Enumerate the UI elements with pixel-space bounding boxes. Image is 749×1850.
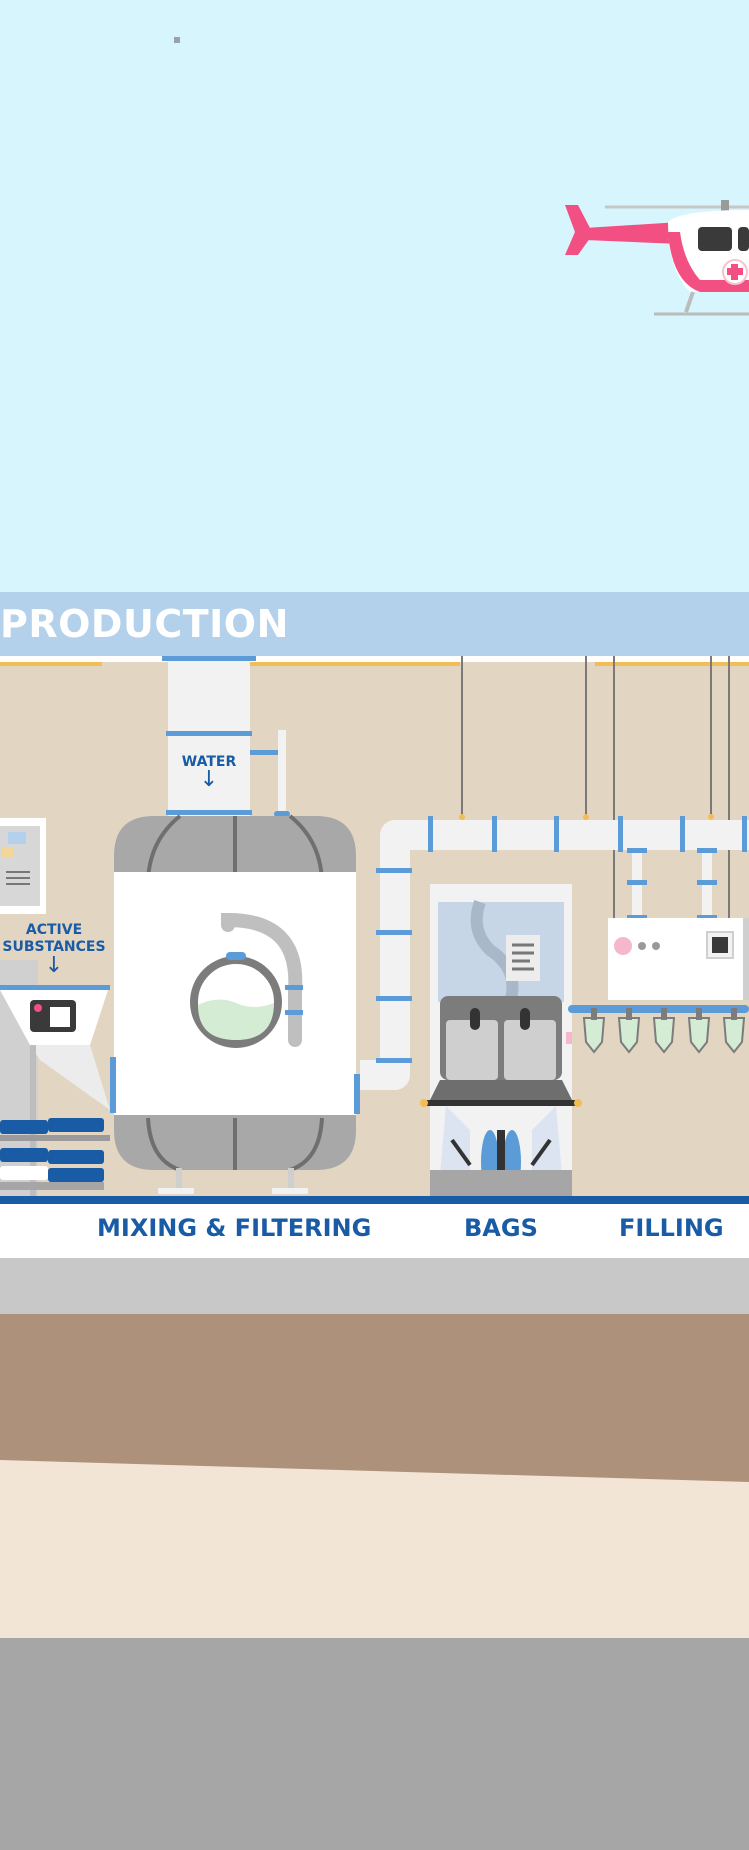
bird-dot	[174, 37, 180, 43]
down-arrow-icon: ↓	[199, 767, 219, 792]
helicopter-icon	[565, 200, 749, 316]
road	[0, 1638, 749, 1850]
dirt-band	[0, 1314, 749, 1482]
stage-label-mixing: MIXING & FILTERING	[97, 1214, 372, 1242]
sky	[0, 0, 749, 592]
water-pipe	[162, 656, 290, 817]
section-title: PRODUCTION	[0, 602, 289, 646]
mixing-tank-icon	[110, 814, 360, 1194]
active-text-line2: SUBSTANCES	[2, 939, 106, 955]
water-text: WATER	[181, 754, 237, 770]
sand-area	[0, 1460, 749, 1638]
stage-labels-bar: MIXING & FILTERING BAGS FILLING	[0, 1204, 749, 1258]
down-arrow-icon: ↓	[44, 953, 64, 978]
active-substances-station	[0, 818, 110, 1200]
section-banner: PRODUCTION	[0, 592, 749, 656]
water-label: WATER ↓	[168, 754, 250, 792]
pipe-network	[360, 814, 749, 1090]
bag-machine-icon	[420, 884, 582, 1202]
active-text-line1: ACTIVE	[25, 922, 83, 938]
sidewalk	[0, 1258, 749, 1314]
stage-label-bags: BAGS	[464, 1214, 538, 1242]
filling-machine-icon	[566, 918, 749, 1054]
active-substances-label: ACTIVE SUBSTANCES ↓	[0, 922, 108, 978]
stage-label-filling: FILLING	[619, 1214, 724, 1242]
conveyor-line	[0, 1196, 749, 1204]
